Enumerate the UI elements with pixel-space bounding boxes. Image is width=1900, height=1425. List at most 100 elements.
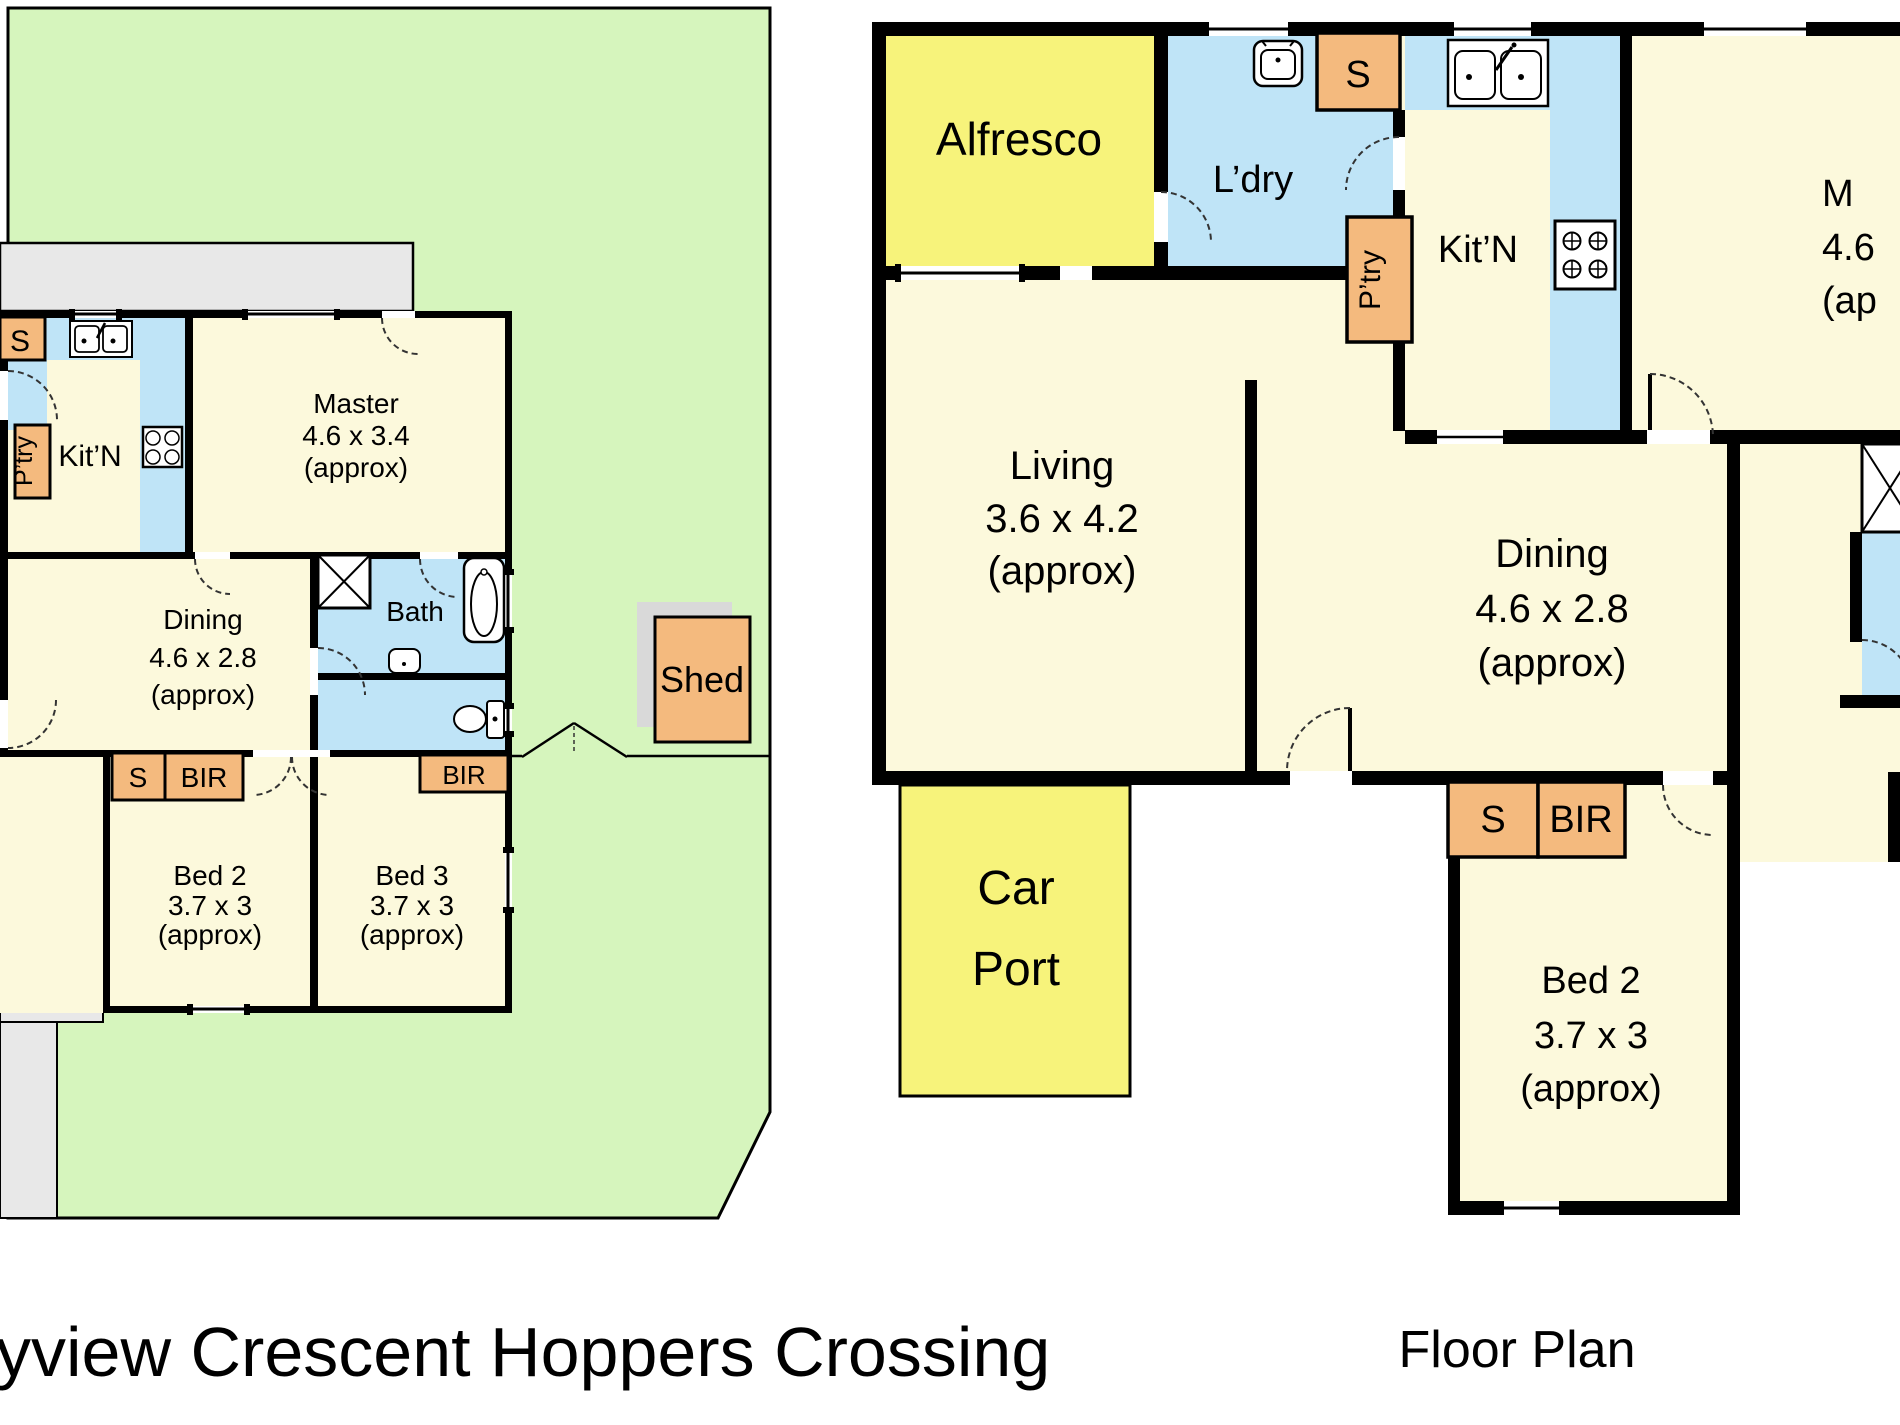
store-box [1315, 31, 1402, 112]
robe-box [418, 753, 510, 794]
label-bed3-size: 3.7 x 3 [370, 890, 454, 921]
gate-leaf [573, 721, 628, 759]
wall [103, 1006, 512, 1013]
door-arc [1649, 373, 1714, 438]
ensuite-floor [1740, 772, 1900, 862]
wall [1850, 532, 1862, 642]
shower [1860, 442, 1900, 534]
window-cap [334, 309, 340, 320]
door-arc [419, 558, 459, 598]
tap [1261, 40, 1267, 47]
trough-drain [1275, 57, 1281, 63]
sink-bowl [74, 325, 100, 353]
wall [1393, 110, 1405, 137]
wall [310, 552, 318, 1013]
sink-drain [1518, 74, 1524, 80]
sink-drain [110, 338, 116, 344]
shower-x [317, 554, 371, 609]
wall [872, 22, 886, 785]
door-arc [1286, 707, 1351, 772]
label-dining-approx: (approx) [1478, 641, 1627, 685]
door-arc [252, 756, 292, 796]
ensuite-area [1862, 532, 1900, 700]
label-store2: S [1480, 799, 1505, 841]
label-master-size: 4.6 x 3.4 [302, 420, 409, 451]
shed [653, 615, 752, 744]
label-bed3-approx: (approx) [360, 919, 464, 950]
label-living-size: 3.6 x 4.2 [985, 497, 1138, 541]
door-arc [317, 647, 366, 696]
wall [872, 22, 1900, 36]
shower-x [1861, 470, 1900, 533]
wall [313, 673, 505, 680]
store-box [0, 315, 47, 362]
burner [164, 430, 180, 446]
label-carport-2: Port [972, 943, 1060, 996]
alfresco-area [884, 36, 1154, 266]
door-gap [1647, 430, 1710, 444]
gate-leaf [521, 721, 575, 759]
trough-bowl [1260, 49, 1296, 80]
label-master-approx-cut: (ap [1822, 280, 1877, 322]
wall [505, 311, 512, 1013]
window-cap [503, 703, 514, 709]
label-pantry: P’try [1354, 250, 1387, 310]
label-bir: BIR [181, 762, 228, 793]
vanity-basin [388, 648, 421, 674]
label-living: Living [1010, 444, 1115, 488]
burner [145, 430, 161, 446]
sink-bowl [102, 325, 128, 353]
door-gap [1393, 137, 1405, 190]
label-dining: Dining [1495, 532, 1608, 576]
toilet-button [492, 716, 498, 722]
robe-box [1536, 780, 1627, 859]
label-bed2-approx: (approx) [158, 919, 262, 950]
window-cap [1497, 1201, 1504, 1215]
label-kitchen: Kit’N [58, 440, 121, 473]
wall [1154, 22, 1168, 192]
label-dining-size: 4.6 x 2.8 [149, 642, 256, 673]
pantry-box [1345, 215, 1414, 344]
door-gap [195, 552, 230, 559]
faucet [1494, 46, 1514, 71]
label-dining: Dining [163, 604, 242, 635]
carport-area [898, 783, 1132, 1098]
pantry-box [13, 423, 52, 500]
basin-drain [402, 662, 406, 666]
label-store: S [10, 325, 30, 358]
toilet-bowl [453, 705, 487, 733]
opening [1060, 266, 1092, 280]
wall [1393, 190, 1405, 217]
label-master-approx: (approx) [304, 452, 408, 483]
window-cap [1288, 22, 1295, 36]
faucet-base [1511, 42, 1517, 48]
window-cap [503, 847, 514, 853]
driveway [0, 1021, 58, 1219]
label-bed2-size: 3.7 x 3 [168, 890, 252, 921]
burner [164, 449, 180, 465]
label-bir2: BIR [442, 760, 485, 790]
label-bed2: Bed 2 [173, 860, 246, 891]
door-arc [291, 756, 331, 796]
label-master-size-cut: 4.6 [1822, 227, 1875, 269]
label-dining-size: 4.6 x 2.8 [1475, 587, 1628, 631]
label-bed2-approx: (approx) [1520, 1068, 1662, 1110]
caption-floor-plan: Floor Plan [1398, 1321, 1636, 1379]
window-cap [503, 627, 514, 633]
stove-icon [1553, 219, 1617, 291]
window-cap [69, 309, 75, 320]
label-pantry: P’try [10, 436, 38, 487]
label-store: S [1345, 54, 1370, 96]
label-alfresco: Alfresco [936, 113, 1102, 165]
window-cap [1559, 1201, 1566, 1215]
label-master-cut: M [1822, 173, 1854, 215]
label-bed2: Bed 2 [1541, 960, 1640, 1002]
window-cap [242, 309, 248, 320]
caption-address: yview Crescent Hoppers Crossing [0, 1313, 1051, 1391]
wall [103, 757, 110, 1013]
veranda [0, 241, 415, 313]
window-cap [1697, 22, 1704, 36]
label-kitchen: Kit’N [1438, 229, 1518, 271]
